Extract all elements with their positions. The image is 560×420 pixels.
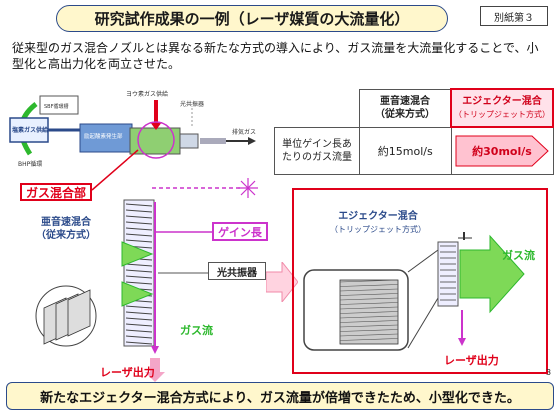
label-exhaust: 排気ガス xyxy=(232,128,256,136)
gas-mixing-label: ガス混合部 xyxy=(20,183,92,201)
gain-length-label: ゲイン長 xyxy=(212,222,268,241)
nozzle-blade xyxy=(125,335,153,339)
nozzle-blade xyxy=(125,341,153,345)
nozzle-blade xyxy=(125,221,153,225)
table-header-conventional: 亜音速混合 （従来方式） xyxy=(359,88,452,128)
label-iodine: ヨウ素ガス供給 xyxy=(126,90,168,98)
ejector-fin-line xyxy=(339,293,399,296)
resonator-callout xyxy=(158,272,208,274)
left-title: 亜音速混合 xyxy=(41,217,91,228)
nozzle-blade xyxy=(125,263,153,267)
nozzle-blade xyxy=(125,317,153,321)
highlight-arrow xyxy=(455,135,549,167)
laser-star-icon xyxy=(238,178,258,198)
right-diagram-heading: エジェクター混合 （トリップジェット方式） xyxy=(312,210,444,236)
nozzle-blade xyxy=(125,203,153,207)
ejector-fin-line xyxy=(339,288,399,292)
system-schematic: SBF循環槽 塩素ガス供給 BHP循環 励起酸素発生部 ヨウ素ガス供給 光共振器… xyxy=(9,90,256,168)
gain-callout xyxy=(154,227,212,237)
label-tank: SBF循環槽 xyxy=(44,103,68,110)
nozzle-blade xyxy=(125,305,153,309)
nozzle-blade xyxy=(125,233,153,237)
left-subtitle: （従来方式） xyxy=(36,230,96,241)
nozzle-blade xyxy=(125,209,153,213)
ejector-fin-line xyxy=(339,320,399,323)
ejector-fin-line xyxy=(339,329,399,332)
left-diagram-heading: 亜音速混合 （従来方式） xyxy=(20,216,112,242)
comparison-table: 亜音速混合 （従来方式） エジェクター混合 （トリップジェット方式） 単位ゲイン… xyxy=(274,88,554,175)
ejector-panel xyxy=(292,188,548,374)
right-subtitle: （トリップジェット方式） xyxy=(330,225,426,234)
ejector-fin-line xyxy=(339,279,399,283)
ejector-fin-line xyxy=(339,311,399,314)
ejector-diagram xyxy=(303,232,525,351)
ejector-fin-line xyxy=(339,333,399,337)
header-conventional-title: 亜音速混合 xyxy=(380,96,430,107)
table-cell-ejector: 約30mol/s xyxy=(450,126,554,175)
nozzle-stack xyxy=(123,199,155,347)
left-gas-flow-label: ガス流 xyxy=(180,324,213,337)
flow-arrow-2 xyxy=(121,281,154,307)
nozzle-blade xyxy=(125,329,153,333)
header-conventional-sub: （従来方式） xyxy=(375,109,435,120)
header-ejector-title: エジェクター混合 xyxy=(462,96,542,107)
ejector-fin-line xyxy=(339,338,399,341)
intro-text: 従来型のガス混合ノズルとは異なる新たな方式の導入により、ガス流量を大流量化するこ… xyxy=(12,41,539,71)
page-title: 研究試作成果の一例（レーザ媒質の大流量化） xyxy=(56,5,448,32)
ejector-value: 約30mol/s xyxy=(472,145,532,158)
table-corner xyxy=(275,89,360,127)
page-title-text: 研究試作成果の一例（レーザ媒質の大流量化） xyxy=(94,10,410,28)
nozzle-blade xyxy=(125,275,153,279)
resonator-label: 光共振器 xyxy=(208,262,266,280)
ejector-fin-line xyxy=(339,284,399,287)
tank-box xyxy=(39,95,79,115)
ejector-fin-line xyxy=(339,315,399,319)
document-tag: 別紙第３ xyxy=(480,6,548,26)
ejector-fin-line xyxy=(339,324,399,328)
nozzle-blade xyxy=(125,215,153,219)
label-generator: 励起酸素発生部 xyxy=(84,132,123,140)
left-laser-output-label: レーザ出力 xyxy=(100,366,155,379)
ejector-fin-line xyxy=(339,297,399,301)
flow-arrow-1 xyxy=(121,241,154,267)
label-chlorine: 塩素ガス供給 xyxy=(12,126,49,134)
page-number: 3 xyxy=(546,368,552,377)
nozzle-blade xyxy=(125,311,153,315)
footer-text: 新たなエジェクター混合方式により、ガス流量が倍増できたため、小型化できた。 xyxy=(40,390,520,406)
table-header-ejector: エジェクター混合 （トリップジェット方式） xyxy=(450,88,554,128)
conventional-nozzle-diagram xyxy=(35,199,165,382)
right-title: エジェクター混合 xyxy=(338,211,418,222)
ejector-fin-line xyxy=(339,302,399,305)
label-bhp: BHP循環 xyxy=(18,160,42,168)
laser-beam xyxy=(152,178,258,198)
ejector-flow-arrow xyxy=(459,234,525,314)
label-resonator-top: 光共振器 xyxy=(180,100,204,108)
nozzle-blade xyxy=(125,227,153,231)
callout-line xyxy=(92,149,139,191)
ejector-fin-line xyxy=(339,306,399,310)
transition-arrow xyxy=(266,262,298,302)
nozzle-blade xyxy=(125,281,153,285)
nozzle-blade xyxy=(125,269,153,273)
nozzle-blade xyxy=(125,239,153,243)
header-ejector-sub: （トリップジェット方式） xyxy=(454,110,550,119)
generator-box xyxy=(79,123,133,153)
resonator-ring xyxy=(137,121,175,159)
footer-summary: 新たなエジェクター混合方式により、ガス流量が倍増できたため、小型化できた。 xyxy=(6,382,554,410)
table-row-label: 単位ゲイン長あたりのガス流量 xyxy=(274,126,360,175)
right-laser-output-label: レーザ出力 xyxy=(444,354,499,367)
nozzle-blade xyxy=(125,323,153,327)
right-gas-flow-label: ガス流 xyxy=(502,249,535,262)
table-cell-conventional: 約15mol/s xyxy=(359,126,452,175)
